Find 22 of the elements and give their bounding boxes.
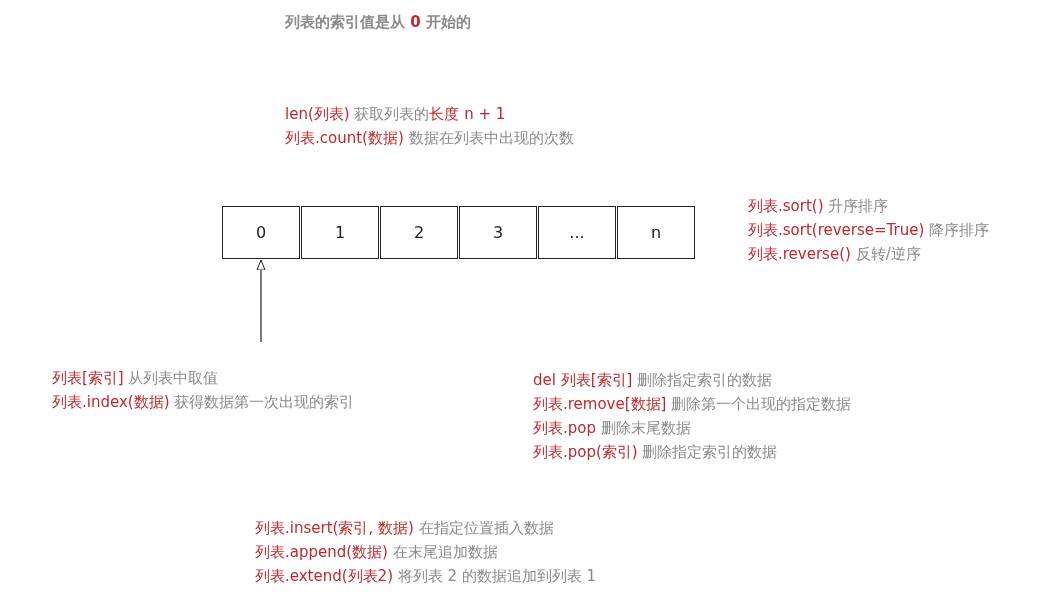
array-cell: ... bbox=[538, 206, 616, 259]
method-note: 列表.count(数据) 数据在列表中出现的次数 bbox=[285, 128, 574, 148]
method-note: 列表.pop 删除末尾数据 bbox=[533, 418, 691, 438]
array-cell: 3 bbox=[459, 206, 537, 259]
arrow bbox=[256, 259, 266, 343]
method-note: 列表.remove[数据] 删除第一个出现的指定数据 bbox=[533, 394, 852, 414]
method-note: 列表.sort(reverse=True) 降序排序 bbox=[748, 220, 990, 240]
array-cell: n bbox=[617, 206, 695, 259]
array-cell: 0 bbox=[222, 206, 300, 259]
method-note: 列表.sort() 升序排序 bbox=[748, 196, 889, 216]
array-cell: 2 bbox=[380, 206, 458, 259]
method-note: 列表.reverse() 反转/逆序 bbox=[748, 244, 921, 264]
method-note: 列表.extend(列表2) 将列表 2 的数据追加到列表 1 bbox=[255, 566, 597, 586]
method-note: 列表[索引] 从列表中取值 bbox=[52, 368, 220, 388]
method-note: 列表.insert(索引, 数据) 在指定位置插入数据 bbox=[255, 518, 554, 538]
method-note: 列表.index(数据) 获得数据第一次出现的索引 bbox=[52, 392, 355, 412]
method-note: del 列表[索引] 删除指定索引的数据 bbox=[533, 370, 773, 390]
array-cell: 1 bbox=[301, 206, 379, 259]
method-note: len(列表) 获取列表的长度 n + 1 bbox=[285, 104, 506, 124]
title: 列表的索引值是从 0 开始的 bbox=[285, 12, 471, 32]
method-note: 列表.append(数据) 在末尾追加数据 bbox=[255, 542, 498, 562]
method-note: 列表.pop(索引) 删除指定索引的数据 bbox=[533, 442, 778, 462]
